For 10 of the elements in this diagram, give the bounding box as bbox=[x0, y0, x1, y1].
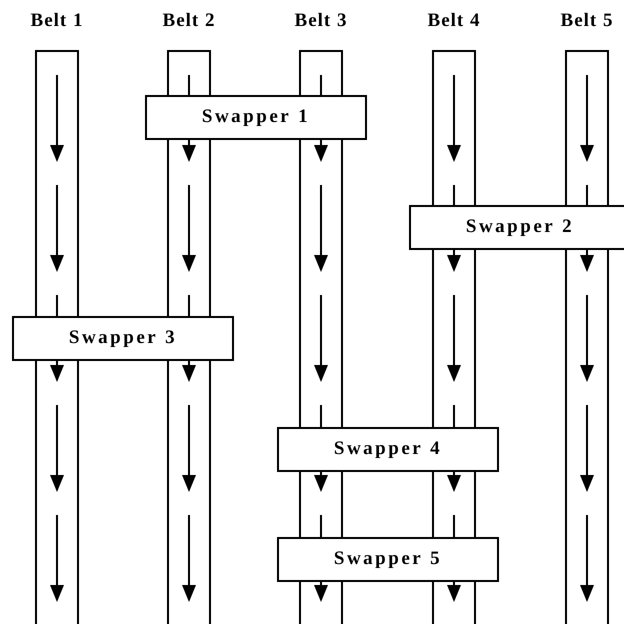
swapper-label: Swapper 4 bbox=[277, 427, 499, 472]
belt-label: Belt 4 bbox=[428, 10, 480, 32]
belt-label: Belt 2 bbox=[162, 10, 216, 32]
swapper-label: Swapper 2 bbox=[409, 205, 624, 250]
swapper-label: Swapper 3 bbox=[12, 316, 234, 361]
belt-label: Belt 5 bbox=[560, 10, 614, 32]
belt-label: Belt 3 bbox=[294, 10, 348, 32]
swapper-label: Swapper 5 bbox=[277, 537, 499, 582]
belt-label: Belt 1 bbox=[30, 10, 84, 32]
swapper-label: Swapper 1 bbox=[145, 95, 367, 140]
